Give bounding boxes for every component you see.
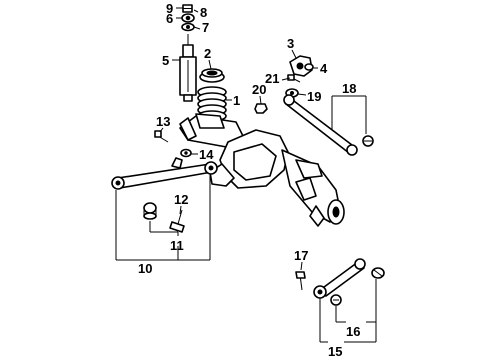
- callout-labels: 9 6 8 7 5 2 1 3 4 21 19 20 18 13 14 12 1…: [138, 1, 360, 359]
- callout-13: 13: [156, 114, 170, 129]
- bushing-part-16b: [330, 294, 342, 306]
- nut-part-20: [254, 103, 268, 114]
- callout-20: 20: [252, 82, 266, 97]
- callout-2: 2: [204, 46, 211, 61]
- callout-19: 19: [307, 89, 321, 104]
- bolt-part-4: [304, 63, 314, 71]
- leader-lines: [115, 7, 377, 343]
- callout-5: 5: [162, 53, 169, 68]
- coil-spring-part-1: [197, 86, 227, 122]
- callout-4: 4: [320, 61, 328, 76]
- callout-21: 21: [265, 71, 279, 86]
- callout-9: 9: [166, 1, 173, 16]
- small-hardware-group: [181, 4, 195, 32]
- lateral-rod-part-10: [111, 157, 218, 190]
- callout-8: 8: [200, 5, 207, 20]
- upper-control-arm-part-18: [283, 94, 358, 156]
- bolt-part-21: [287, 74, 301, 83]
- callout-15: 15: [328, 344, 342, 359]
- bolt-part-13: [154, 130, 169, 143]
- bracket-part-3: [289, 55, 313, 77]
- nut-part-9: [182, 4, 193, 13]
- callout-12: 12: [174, 192, 188, 207]
- bolt-part-17: [295, 271, 306, 291]
- bolt-part-12: [169, 209, 185, 233]
- callout-3: 3: [287, 36, 294, 51]
- bushing-part-7: [181, 22, 195, 32]
- callout-11: 11: [170, 238, 184, 253]
- callout-1: 1: [233, 93, 240, 108]
- shock-absorber-part-5: [179, 34, 197, 102]
- nut-part-14: [180, 148, 192, 158]
- bushing-part-16a: [371, 267, 385, 279]
- callout-10: 10: [138, 261, 152, 276]
- callout-17: 17: [294, 248, 308, 263]
- callout-7: 7: [202, 20, 209, 35]
- callout-6: 6: [166, 11, 173, 26]
- spring-seat-part-2: [199, 68, 225, 83]
- bushing-part-18: [362, 135, 374, 147]
- lower-rod-part-16: [313, 258, 366, 299]
- callout-18: 18: [342, 81, 356, 96]
- bushing-part-11: [143, 202, 157, 220]
- washer-part-6: [181, 13, 195, 23]
- callout-16: 16: [346, 324, 360, 339]
- callout-14: 14: [199, 147, 214, 162]
- rear-axle-housing: [179, 113, 345, 227]
